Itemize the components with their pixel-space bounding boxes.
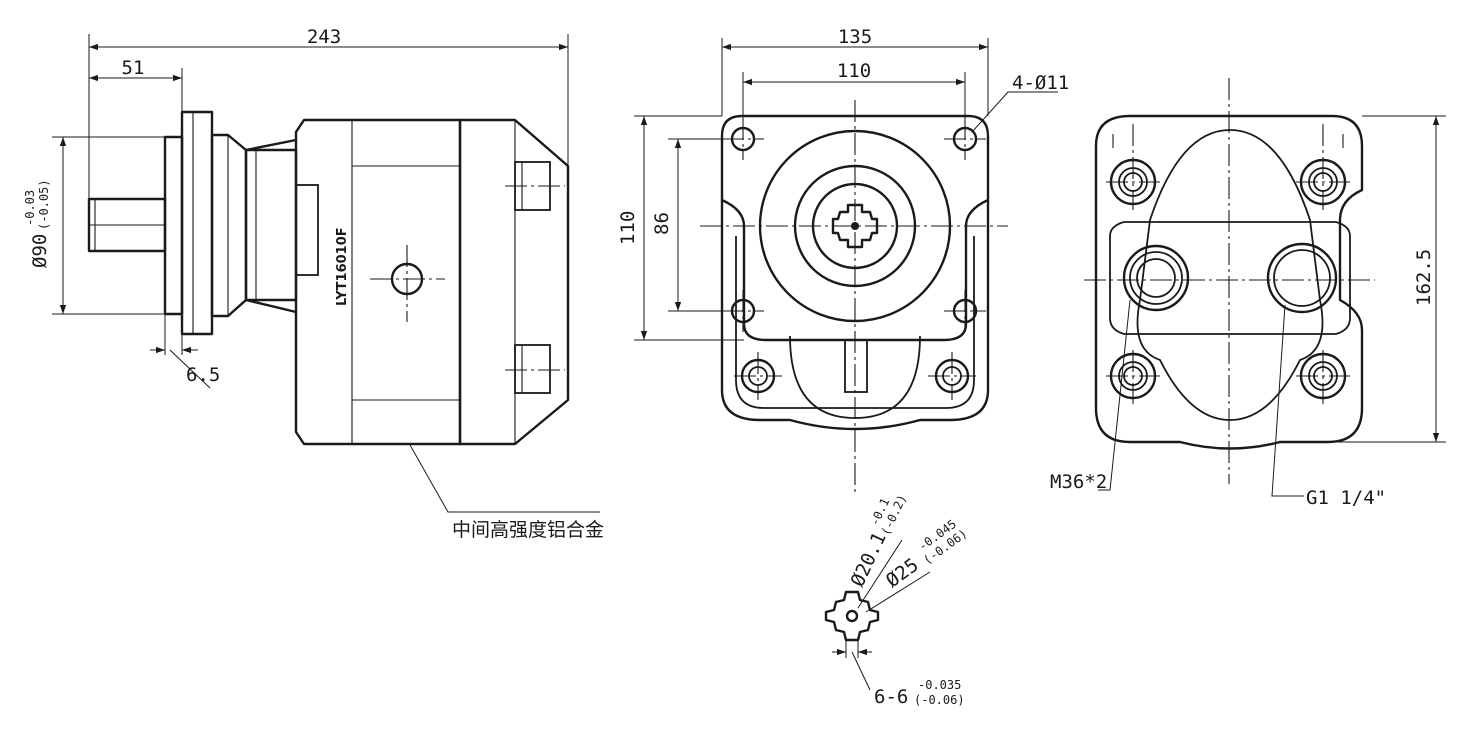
mounting-flange [180,110,214,336]
rear-view: 162.5 M36*2 G1 1/4" [1050,78,1446,509]
svg-text:Ø90: Ø90 [29,234,51,268]
front-body-outline [720,198,990,431]
dim-body-height: 162.5 [1413,249,1435,306]
spline-tooth: 6-6 -0.035 (-0.06) [874,678,965,708]
rear-inner-contour [1136,129,1324,421]
rear-bolt-bottom [514,344,551,394]
rear-bolt-tl [1106,124,1160,210]
middle-housing [294,118,462,446]
flange-bolt-hole-br [944,290,986,332]
spline-profile [824,590,880,642]
dim-bolt-spacing-h: 110 [837,60,871,82]
dim-overall-length: 243 [307,26,341,48]
dim-bolt-spacing-v: 86 [651,212,673,235]
port-gas-label: G1 1/4" [1306,487,1386,509]
body-bolt-bl [734,352,782,400]
drain-slot [844,339,868,393]
spline-detail: Ø20.1 -0.1 (-0.2) Ø25 -0.045 (-0.06) 6-6… [824,492,970,708]
dim-flange-width: 135 [838,26,872,48]
svg-text:6-6: 6-6 [874,686,908,708]
port-g114 [1266,242,1338,314]
svg-text:(-0.05): (-0.05) [37,179,51,230]
model-label: LYT16010F [335,227,350,306]
dim-bolt-holes: 4-Ø11 [1012,72,1069,94]
svg-text:(-0.06): (-0.06) [914,693,965,707]
body-bolt-br [928,352,976,400]
dim-flange-thickness: 6.5 [186,364,220,386]
adapter-block [244,148,298,302]
port-m36 [1122,244,1190,312]
dim-flange-height: 110 [617,211,639,245]
dim-shaft-dia: Ø90 -0.03 (-0.05) [23,179,51,268]
side-view: LYT16010F 243 51 Ø90 -0.03 (-0.05) 6.5 中… [23,26,604,541]
svg-text:-0.035: -0.035 [918,678,961,692]
svg-text:Ø25: Ø25 [882,554,923,592]
rear-bolt-bl [1106,350,1160,404]
front-cover [210,133,248,318]
spline-shaft-end [831,203,879,249]
rear-bolt-br [1296,350,1350,404]
front-view: 135 110 4-Ø11 110 86 [617,26,1069,492]
dim-flange-offset: 51 [122,57,145,79]
rear-bolt-tr [1296,124,1350,210]
rear-cover [458,118,570,446]
rear-body-outline [1094,114,1364,450]
port-thread-label: M36*2 [1050,471,1107,493]
svg-text:-0.03: -0.03 [23,190,37,226]
svg-text:Ø20.1: Ø20.1 [847,529,891,590]
pilot-boss [163,135,184,316]
material-note: 中间高强度铝合金 [452,519,604,541]
rear-mid-panel [1109,221,1351,335]
